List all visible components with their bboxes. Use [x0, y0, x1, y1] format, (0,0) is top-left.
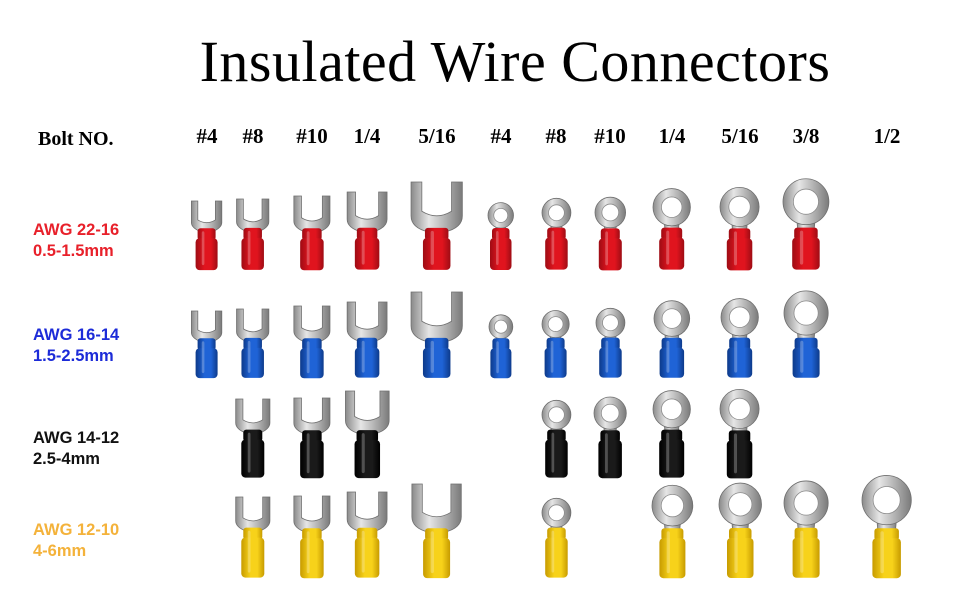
column-header-12: 1/2: [873, 124, 901, 148]
fork-terminal: [235, 496, 271, 578]
fork-terminal: [236, 308, 270, 378]
ring-terminal: [651, 484, 693, 578]
row-label-1: AWG 22-16 0.5-1.5mm: [33, 220, 119, 262]
column-header-11: 3/8: [792, 124, 820, 148]
column-header-9: 1/4: [658, 124, 686, 148]
fork-terminal: [346, 491, 388, 578]
ring-terminal: [652, 390, 692, 478]
column-header-8: #10: [594, 124, 626, 148]
ring-terminal: [541, 198, 571, 270]
ring-terminal: [595, 308, 625, 378]
column-header-2: #8: [242, 124, 264, 148]
fork-terminal: [191, 310, 223, 378]
ring-terminal: [783, 480, 829, 578]
ring-terminal: [720, 298, 760, 378]
wire-size-mm: 0.5-1.5mm: [33, 242, 114, 260]
fork-terminal: [236, 198, 270, 270]
ring-terminal: [782, 178, 830, 270]
wire-size-mm: 1.5-2.5mm: [33, 347, 114, 365]
column-header-1: #4: [196, 124, 218, 148]
fork-terminal: [235, 398, 271, 478]
ring-terminal: [720, 388, 760, 478]
column-header-10: 5/16: [721, 124, 759, 148]
fork-terminal: [293, 495, 331, 578]
ring-terminal: [593, 396, 627, 478]
ring-terminal: [653, 300, 691, 378]
fork-terminal: [346, 191, 388, 270]
fork-terminal: [293, 397, 331, 478]
ring-terminal: [594, 196, 626, 270]
fork-terminal: [191, 200, 223, 270]
fork-terminal: [344, 390, 390, 478]
ring-terminal: [487, 202, 515, 270]
awg-range: AWG 12-10: [33, 521, 120, 539]
ring-terminal: [541, 400, 571, 478]
ring-terminal: [718, 482, 762, 578]
ring-terminal: [488, 314, 514, 378]
column-header-6: #4: [490, 124, 512, 148]
ring-terminal: [861, 474, 913, 578]
awg-range: AWG 14-12: [33, 429, 120, 447]
row-label-2: AWG 16-14 1.5-2.5mm: [33, 325, 119, 367]
column-header-7: #8: [545, 124, 567, 148]
row-label-3: AWG 14-12 2.5-4mm: [33, 428, 119, 470]
row-label-4: AWG 12-10 4-6mm: [33, 520, 119, 562]
fork-terminal: [293, 305, 331, 378]
ring-terminal: [720, 186, 760, 270]
column-header-5: 5/16: [418, 124, 456, 148]
ring-terminal: [541, 310, 570, 378]
bolt-number-label: Bolt NO.: [38, 128, 114, 150]
ring-terminal: [783, 290, 829, 378]
page-title: Insulated Wire Connectors: [199, 29, 831, 94]
column-header-3: #10: [296, 124, 328, 148]
fork-terminal: [346, 301, 388, 378]
fork-terminal: [410, 291, 464, 378]
wire-size-mm: 4-6mm: [33, 542, 87, 560]
ring-terminal: [652, 188, 692, 270]
fork-terminal: [293, 195, 331, 270]
ring-terminal: [541, 498, 571, 578]
column-header-4: 1/4: [353, 124, 381, 148]
wire-size-mm: 2.5-4mm: [33, 450, 100, 468]
awg-range: AWG 16-14: [33, 326, 120, 344]
awg-range: AWG 22-16: [33, 221, 120, 239]
fork-terminal: [410, 181, 464, 270]
fork-terminal: [411, 483, 463, 578]
